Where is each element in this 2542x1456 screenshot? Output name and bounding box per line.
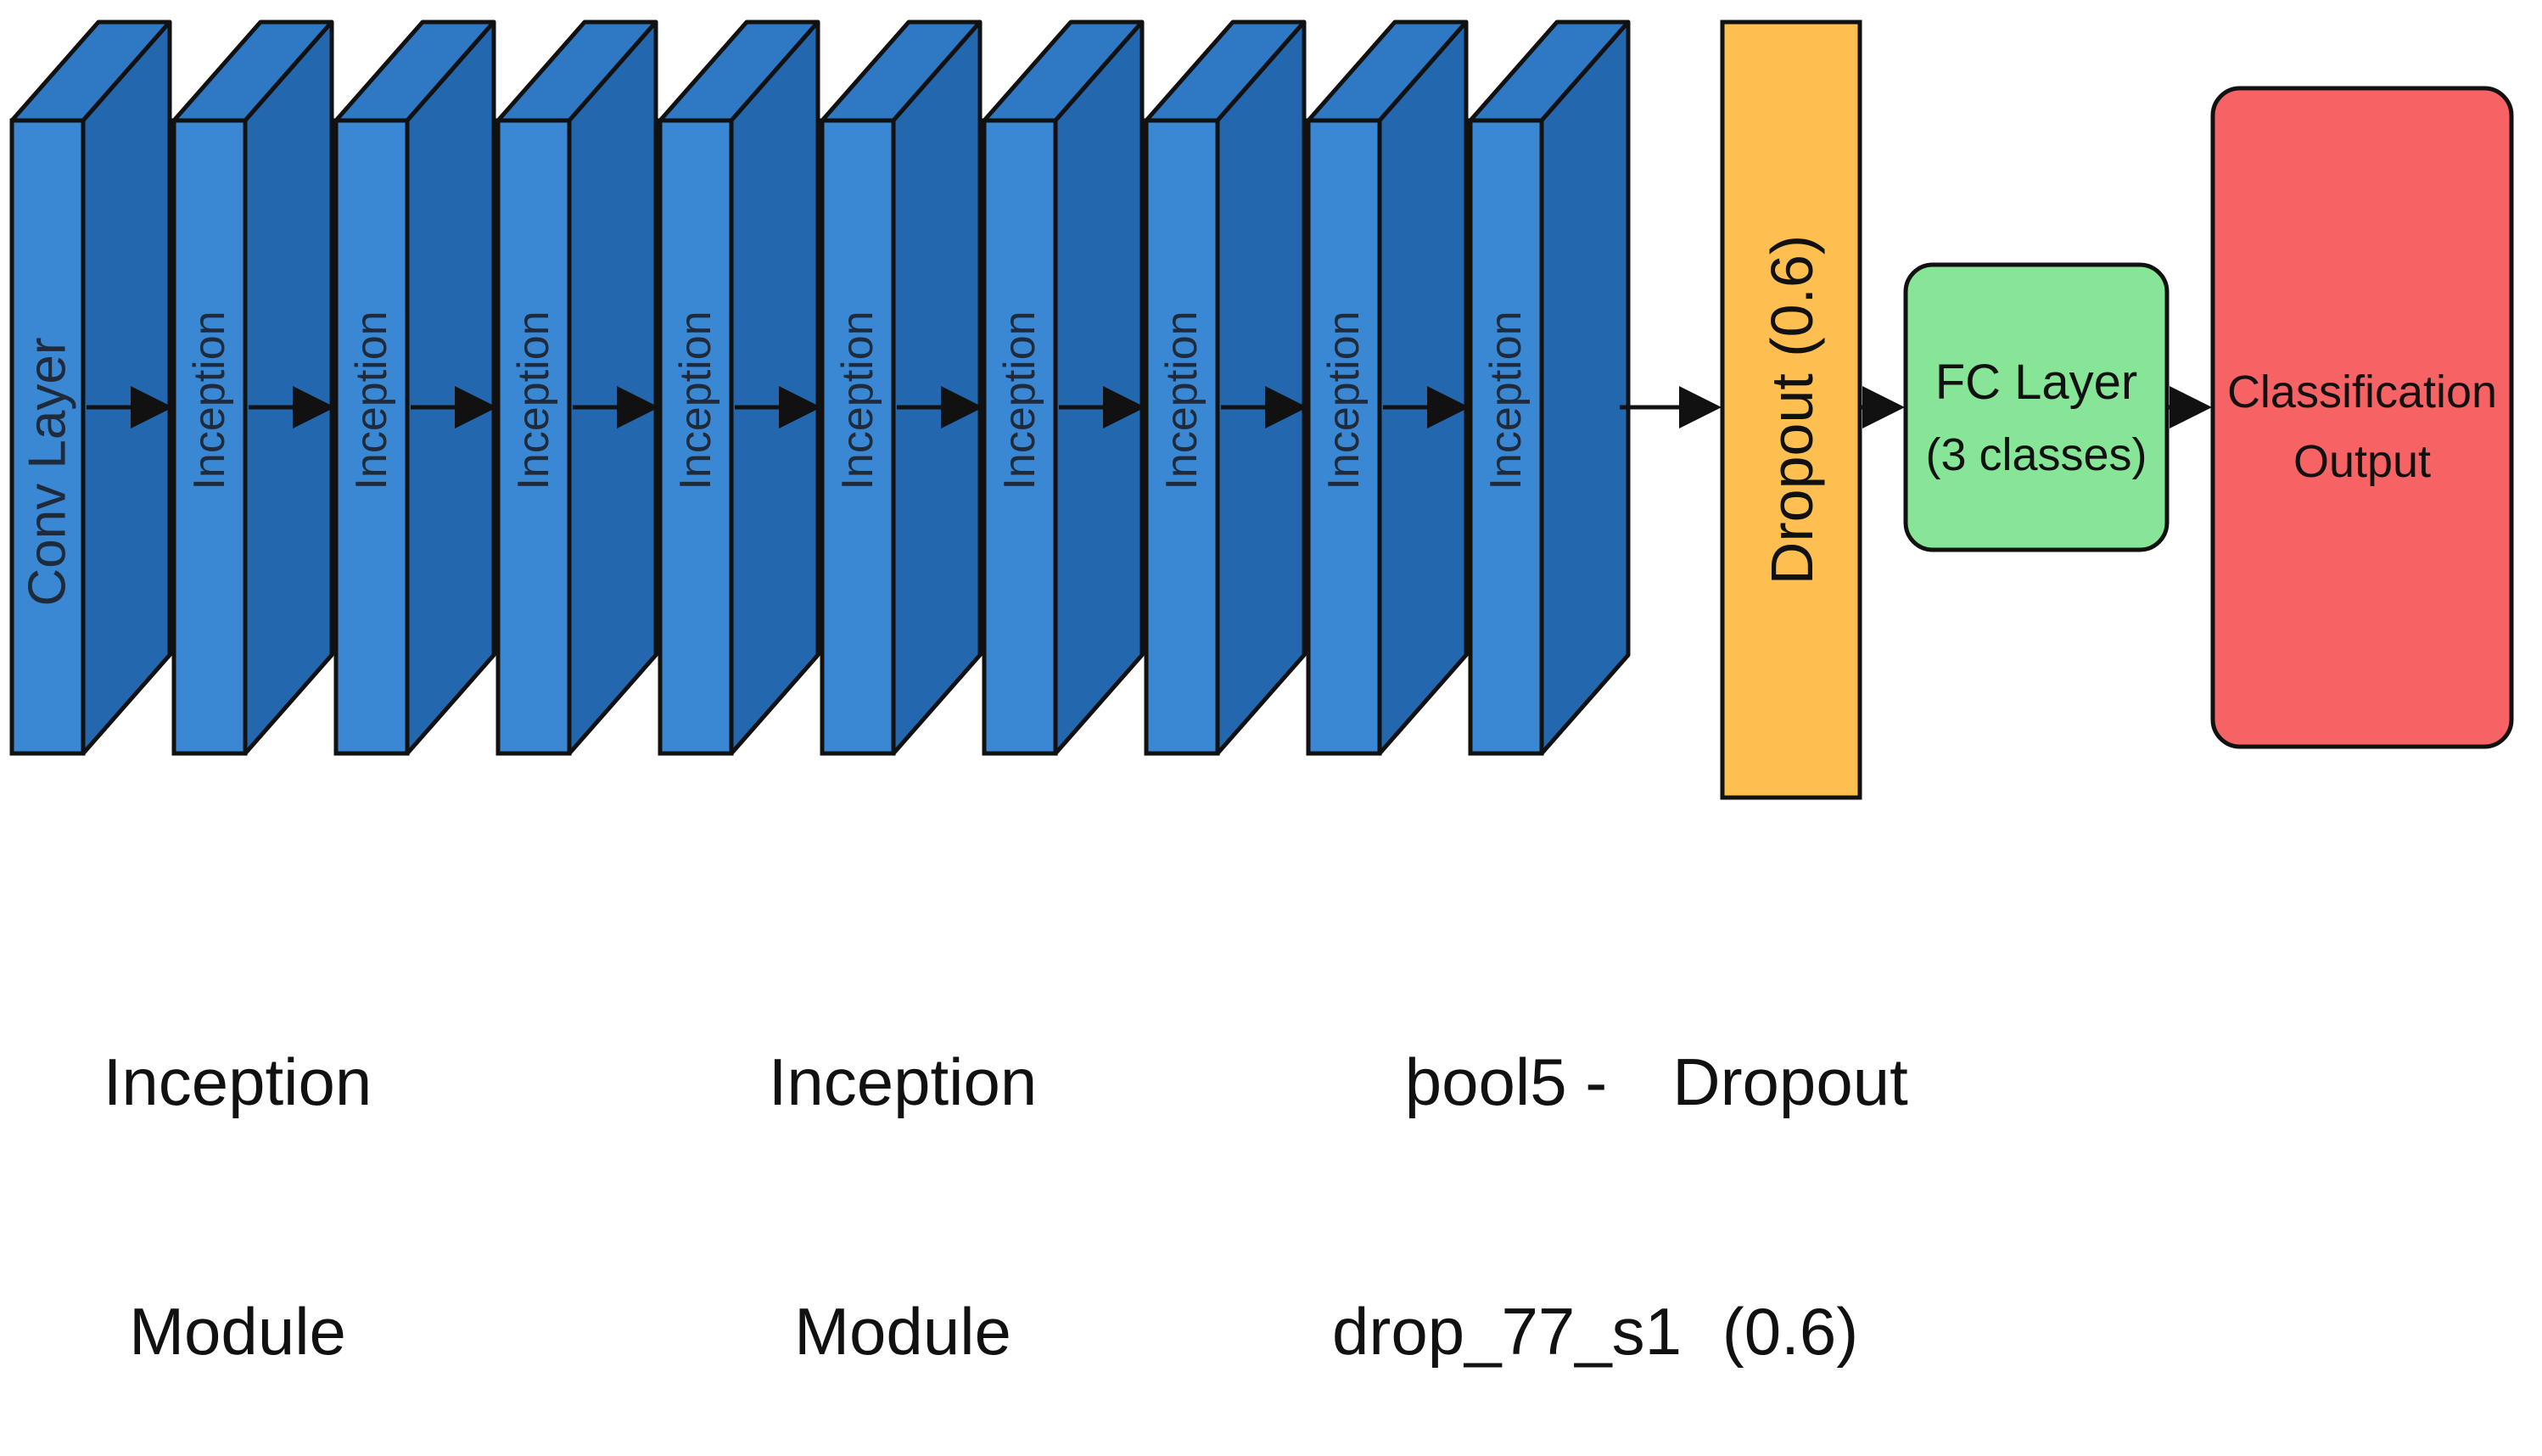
block-front-face: [171, 118, 248, 756]
layer-block-9: Inception: [1306, 20, 1469, 756]
layer-block-5: Inception: [658, 20, 820, 756]
inception-block-label: Inception: [833, 311, 882, 490]
caption-dropout-line1: Dropout: [1672, 1044, 1908, 1119]
block-side-face: [1215, 20, 1307, 756]
layer-block-2: Inception: [171, 20, 334, 756]
architecture-diagram: Inception Inception Inception Inception Ince…: [9, 20, 2514, 800]
block-front-face: [333, 118, 410, 756]
classification-output-label-line1: Classification: [2227, 367, 2497, 417]
inception-block-label: Inception: [1319, 311, 1369, 490]
inception-block-label: Inception: [671, 311, 720, 490]
caption-inception-module-1-line1: Inception: [103, 1044, 372, 1119]
block-front-face: [1306, 118, 1382, 756]
block-side-face: [567, 20, 658, 756]
inception-block-label: Inception: [185, 311, 234, 490]
caption-inception-module-2: Inception Module: [733, 874, 1072, 1456]
caption-pool: þool5 - drop_77_s1: [1332, 874, 1683, 1456]
dropout-box: [1720, 20, 1862, 800]
classification-output-label-line2: Output: [2293, 436, 2431, 487]
block-side-face: [81, 20, 172, 756]
inception-block-label: Inception: [1481, 311, 1531, 490]
fc-layer-classes: (3 classes): [1925, 429, 2147, 480]
block-side-face: [1539, 20, 1631, 756]
dropout-box-label: Dropout (0.6): [1759, 235, 1825, 585]
inception-block-label: Inception: [995, 311, 1044, 490]
caption-pool-line1: þool5 -: [1404, 1044, 1608, 1119]
block-front-face: [658, 118, 734, 756]
block-front-face: [1468, 118, 1544, 756]
block-front-face: [9, 118, 86, 756]
caption-dropout: Dropout (0.6): [1638, 874, 1943, 1456]
block-side-face: [729, 20, 820, 756]
inception-block-label: Inception: [509, 311, 558, 490]
head-boxes: Dropout (0.6) FC Layer (3 classes) Class…: [1720, 20, 2514, 800]
block-front-face: [820, 118, 896, 756]
block-side-face: [405, 20, 496, 756]
layer-block-10: Inception: [1468, 20, 1631, 756]
block-side-face: [1053, 20, 1145, 756]
layer-block-4: Inception: [496, 20, 658, 756]
caption-inception-module-2-line2: Module: [794, 1294, 1011, 1369]
block-side-face: [1377, 20, 1469, 756]
fc-layer-label: FC Layer: [1935, 355, 2138, 410]
caption-inception-module-2-line1: Inception: [768, 1044, 1038, 1119]
layer-blocks: Inception Inception Inception Inception Ince…: [9, 20, 1631, 756]
layer-block-3: Inception: [333, 20, 496, 756]
layer-block-7: Inception: [982, 20, 1145, 756]
classification-output-box: [2210, 86, 2514, 749]
conv-layer-label: Conv Layer: [19, 337, 77, 606]
block-side-face: [243, 20, 334, 756]
block-front-face: [982, 118, 1058, 756]
layer-block-1: Conv Layer: [9, 20, 172, 756]
caption-pool-line2: drop_77_s1: [1332, 1294, 1683, 1369]
inception-block-label: Inception: [347, 311, 396, 490]
caption-inception-module-1-line2: Module: [129, 1294, 346, 1369]
caption-inception-module-1: Inception Module: [68, 874, 407, 1456]
block-front-face: [496, 118, 572, 756]
block-front-face: [1144, 118, 1220, 756]
caption-dropout-line2: (0.6): [1722, 1294, 1859, 1369]
block-side-face: [891, 20, 983, 756]
layer-block-8: Inception: [1144, 20, 1307, 756]
inception-block-label: Inception: [1157, 311, 1207, 490]
layer-block-6: Inception: [820, 20, 983, 756]
fc-layer-box: [1903, 262, 2170, 552]
